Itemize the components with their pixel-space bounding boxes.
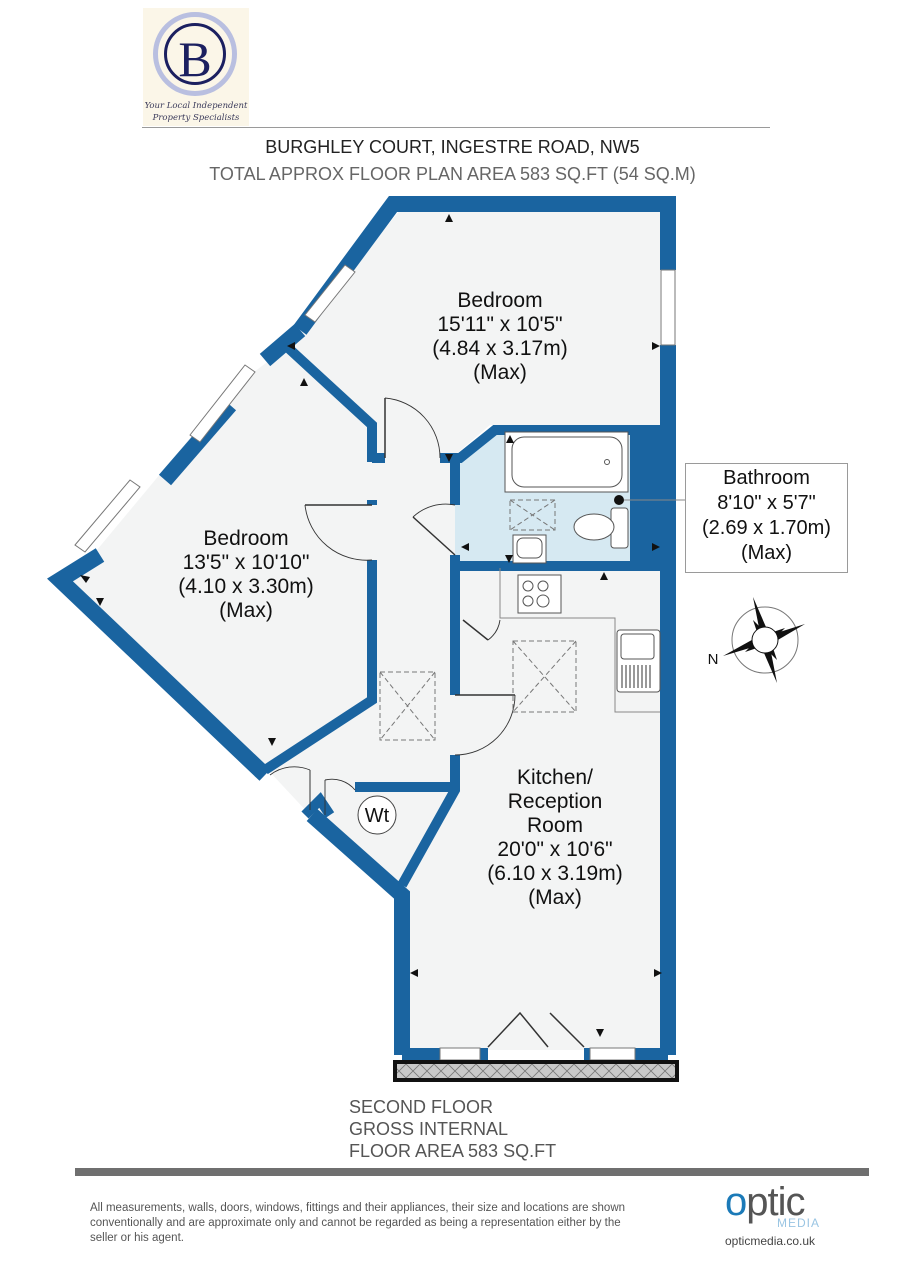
room-note: (Max) (219, 599, 273, 622)
brand-sub: MEDIA (777, 1216, 821, 1230)
compass-north-label: N (707, 651, 719, 668)
room-name: Bedroom (203, 527, 289, 550)
room-name: Bedroom (457, 289, 543, 312)
agent-logo: B Your Local Independent Property Specia… (143, 8, 249, 126)
balcony (393, 1060, 679, 1082)
header-divider (142, 127, 770, 128)
toilet (573, 507, 629, 549)
gross-internal: GROSS INTERNAL (349, 1119, 509, 1139)
logo-ring: B (153, 12, 237, 96)
brand-o: o (725, 1180, 747, 1224)
kitchen-worktop (499, 568, 660, 713)
room-dimensions-imperial: 8'10" x 5'7" (717, 492, 816, 514)
room-dimensions-imperial: 20'0" x 10'6" (497, 838, 613, 861)
room-name-line-1: Kitchen/ (517, 766, 593, 789)
disclaimer: All measurements, walls, doors, windows,… (90, 1202, 626, 1244)
room-kitchen-reception: Kitchen/ Reception Room 20'0" x 10'6" (6… (455, 766, 655, 910)
logo-letter: B (178, 31, 212, 87)
sink (616, 629, 661, 693)
footer-divider (75, 1168, 869, 1176)
compass-icon (723, 597, 805, 683)
skylights (379, 499, 577, 741)
room-dimensions-imperial: 13'5" x 10'10" (182, 551, 310, 574)
floor-area: FLOOR AREA 583 SQ.FT (349, 1141, 557, 1161)
optic-media-logo: optic MEDIA opticmedia.co.uk (725, 1180, 835, 1248)
room-dimensions-metric: (4.10 x 3.30m) (178, 575, 314, 598)
water-tank-symbol (357, 795, 397, 835)
floor-area-note: SECOND FLOOR GROSS INTERNAL FLOOR AREA 5… (349, 1096, 556, 1162)
room-dimensions-metric: (6.10 x 3.19m) (487, 862, 623, 885)
brand-url: opticmedia.co.uk (725, 1234, 816, 1248)
room-name-line-2: Reception (507, 790, 603, 813)
brand-rest: ptic (746, 1180, 805, 1224)
basin (512, 534, 547, 564)
doors (269, 397, 585, 1048)
bathroom-pointer-dot (614, 495, 624, 505)
room-dimensions-imperial: 15'11" x 10'5" (437, 313, 563, 336)
room-note: (Max) (473, 361, 527, 384)
cupboard-label: Wt (364, 805, 390, 827)
room-bedroom-2: Bedroom 13'5" x 10'10" (4.10 x 3.30m) (M… (146, 527, 346, 623)
room-bedroom-1: Bedroom 15'11" x 10'5" (4.84 x 3.17m) (M… (400, 289, 600, 385)
logo-tagline-1: Your Local Independent (144, 101, 248, 111)
floor-plan (47, 196, 805, 1082)
measurement-arrows (80, 214, 662, 1037)
room-name: Bathroom (723, 467, 810, 489)
floor-level: SECOND FLOOR (349, 1097, 494, 1117)
room-bathroom: Bathroom 8'10" x 5'7" (2.69 x 1.70m) (Ma… (685, 463, 848, 573)
total-area: TOTAL APPROX FLOOR PLAN AREA 583 SQ.FT (… (209, 164, 696, 184)
room-dimensions-metric: (4.84 x 3.17m) (432, 337, 568, 360)
logo-tagline-2: Property Specialists (152, 113, 240, 123)
property-address: BURGHLEY COURT, INGESTRE ROAD, NW5 (265, 137, 640, 157)
room-name-line-3: Room (526, 814, 584, 837)
room-note: (Max) (740, 542, 793, 564)
hob (517, 574, 562, 614)
bath-tub (504, 431, 629, 493)
room-note: (Max) (528, 886, 582, 909)
room-dimensions-metric: (2.69 x 1.70m) (702, 517, 831, 539)
windows (74, 264, 676, 1061)
